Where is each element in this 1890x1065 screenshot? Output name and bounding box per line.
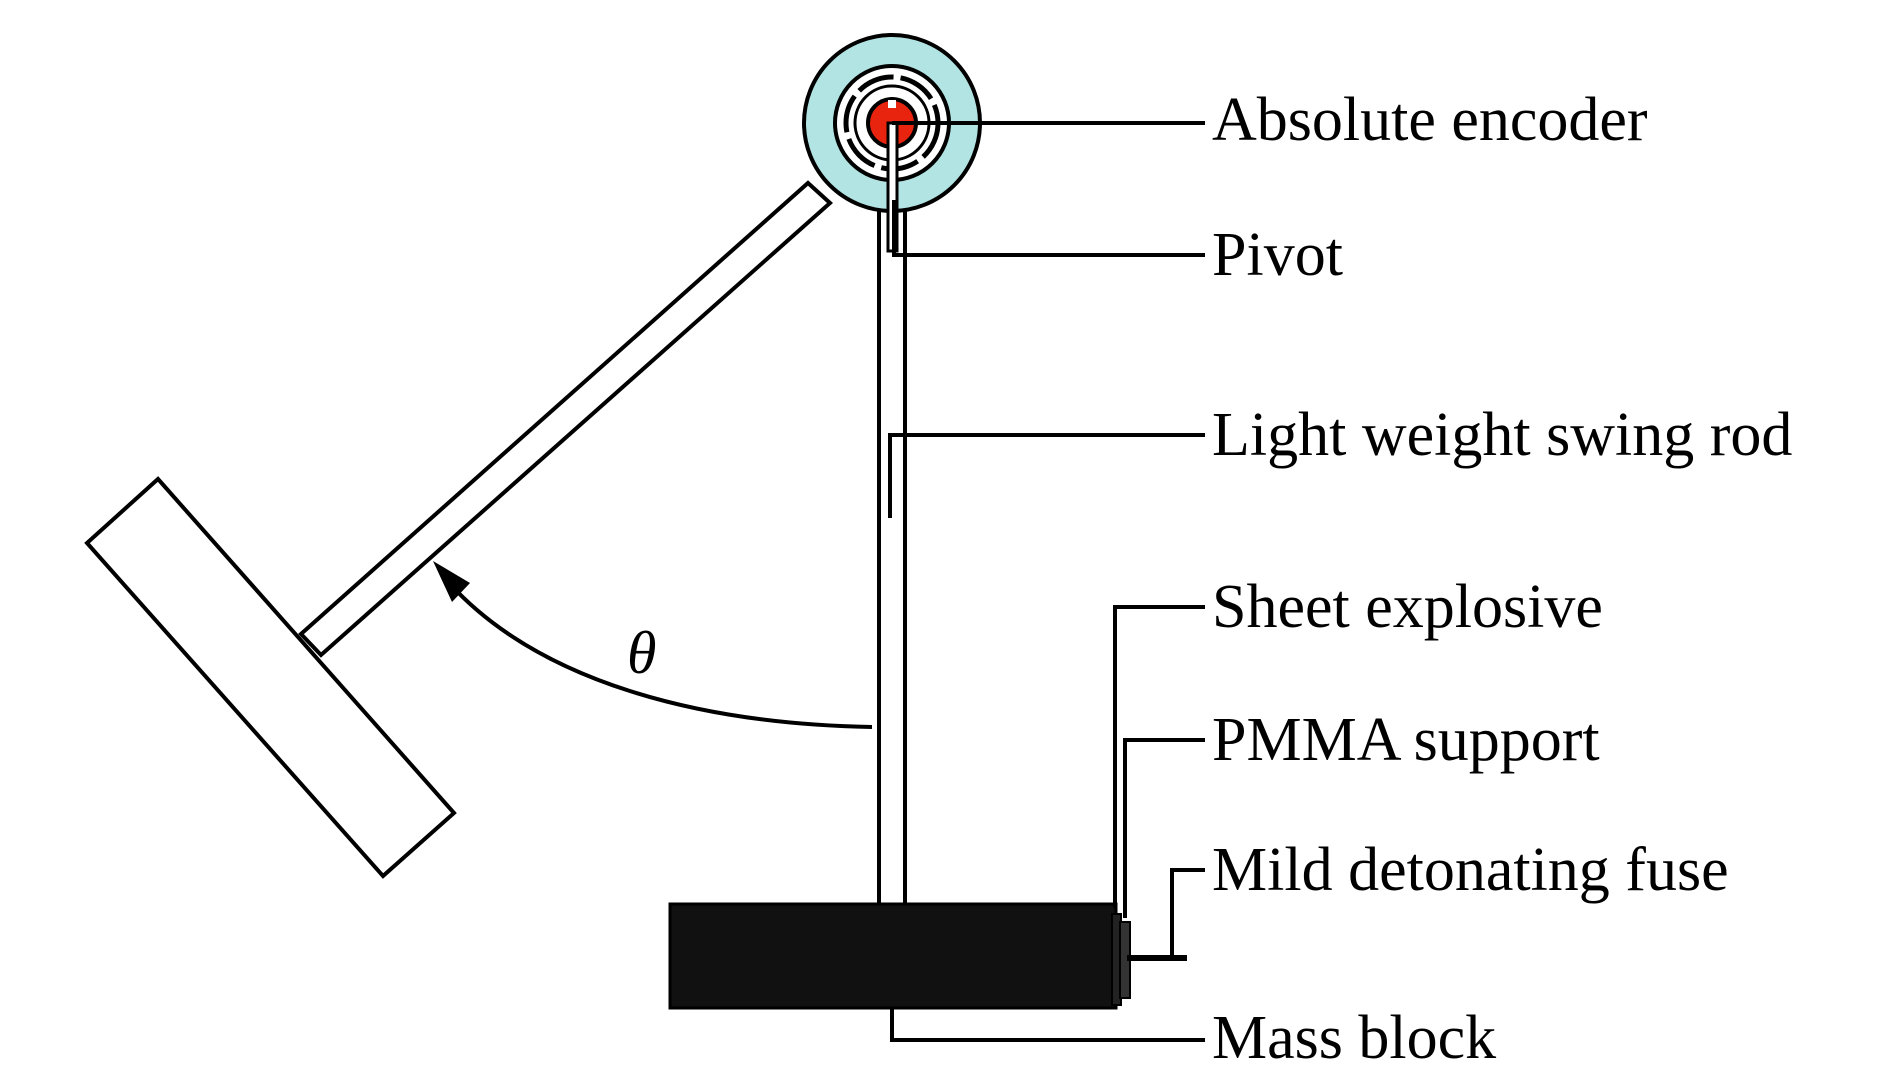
- label-mass-block: Mass block: [1212, 1004, 1496, 1065]
- label-detonating-fuse: Mild detonating fuse: [1212, 836, 1729, 904]
- vertical-swing-rod: [877, 203, 907, 907]
- leader-pmma-support: [1123, 738, 1205, 918]
- label-pmma-support: PMMA support: [1212, 706, 1600, 774]
- label-swing-rod: Light weight swing rod: [1212, 401, 1792, 469]
- theta-label: θ: [627, 620, 656, 686]
- angle-arrowhead: [433, 561, 470, 602]
- leader-sheet-explosive: [1113, 605, 1205, 908]
- base-mass-block: [668, 902, 1118, 1010]
- swung-rod: [298, 180, 833, 658]
- leader-mass-block: [890, 1008, 1205, 1042]
- label-absolute-encoder: Absolute encoder: [1212, 86, 1648, 154]
- leader-pivot: [892, 200, 1205, 257]
- label-pivot: Pivot: [1212, 221, 1343, 289]
- leader-swing-rod: [888, 433, 1205, 518]
- angle-arc: [433, 561, 873, 729]
- label-sheet-explosive: Sheet explosive: [1212, 573, 1603, 641]
- swung-mass-block: [84, 476, 457, 879]
- leader-detonating-fuse: [1170, 868, 1205, 958]
